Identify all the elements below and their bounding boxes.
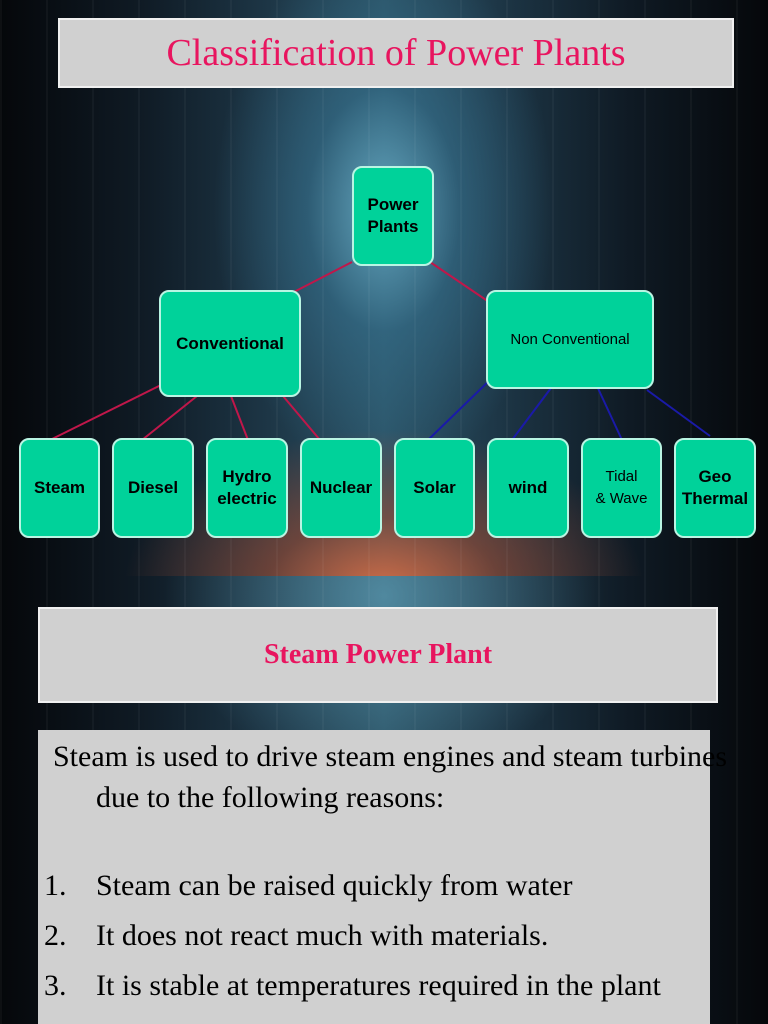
connector-lines [49,261,711,441]
subtitle-banner: Steam Power Plant [38,607,718,703]
steam-power-plant-slide: Steam Power Plant Steam is used to drive… [0,576,768,1024]
connector-conventional-steam [49,382,166,441]
content-panel: Steam is used to drive steam engines and… [38,730,727,1024]
slide-title: Classification of Power Plants [166,32,626,74]
list-number: 1. [44,869,67,902]
classification-slide: Classification of Power Plants Power Pla… [0,0,768,576]
node-power-plants: Power Plants [352,166,434,266]
connector-conventional-diesel [141,395,198,441]
connector-nonconventional-wind [511,387,552,441]
connector-nonconventional-geo [646,389,711,437]
list-text: It is stable at temperatures required in… [96,969,661,1002]
connector-conventional-nuclear [282,395,321,441]
list-text: It does not react much with materials. [96,919,549,952]
connector-root-nonconventional [429,261,493,305]
list-number: 3. [44,969,67,1002]
connector-conventional-hydro [230,395,249,441]
node-nuclear: Nuclear [300,438,382,538]
node-wind: wind [487,438,569,538]
connector-nonconventional-solar [427,377,493,441]
node-non-conventional: Non Conventional [486,290,654,389]
intro-text: Steam is used to drive steam engines and… [53,740,728,814]
node-hydro-electric: Hydro electric [206,438,288,538]
connector-root-conventional [289,261,353,295]
node-steam: Steam [19,438,100,538]
node-tidal-wave: Tidal & Wave [581,438,662,538]
title-banner: Classification of Power Plants [58,18,734,88]
node-geo-thermal: Geo Thermal [674,438,756,538]
connector-nonconventional-tidal [595,383,623,441]
list-number: 2. [44,919,67,952]
node-diesel: Diesel [112,438,194,538]
list-text: Steam can be raised quickly from water [96,869,573,902]
node-solar: Solar [394,438,475,538]
slide-subtitle: Steam Power Plant [263,639,493,670]
node-conventional: Conventional [159,290,301,397]
